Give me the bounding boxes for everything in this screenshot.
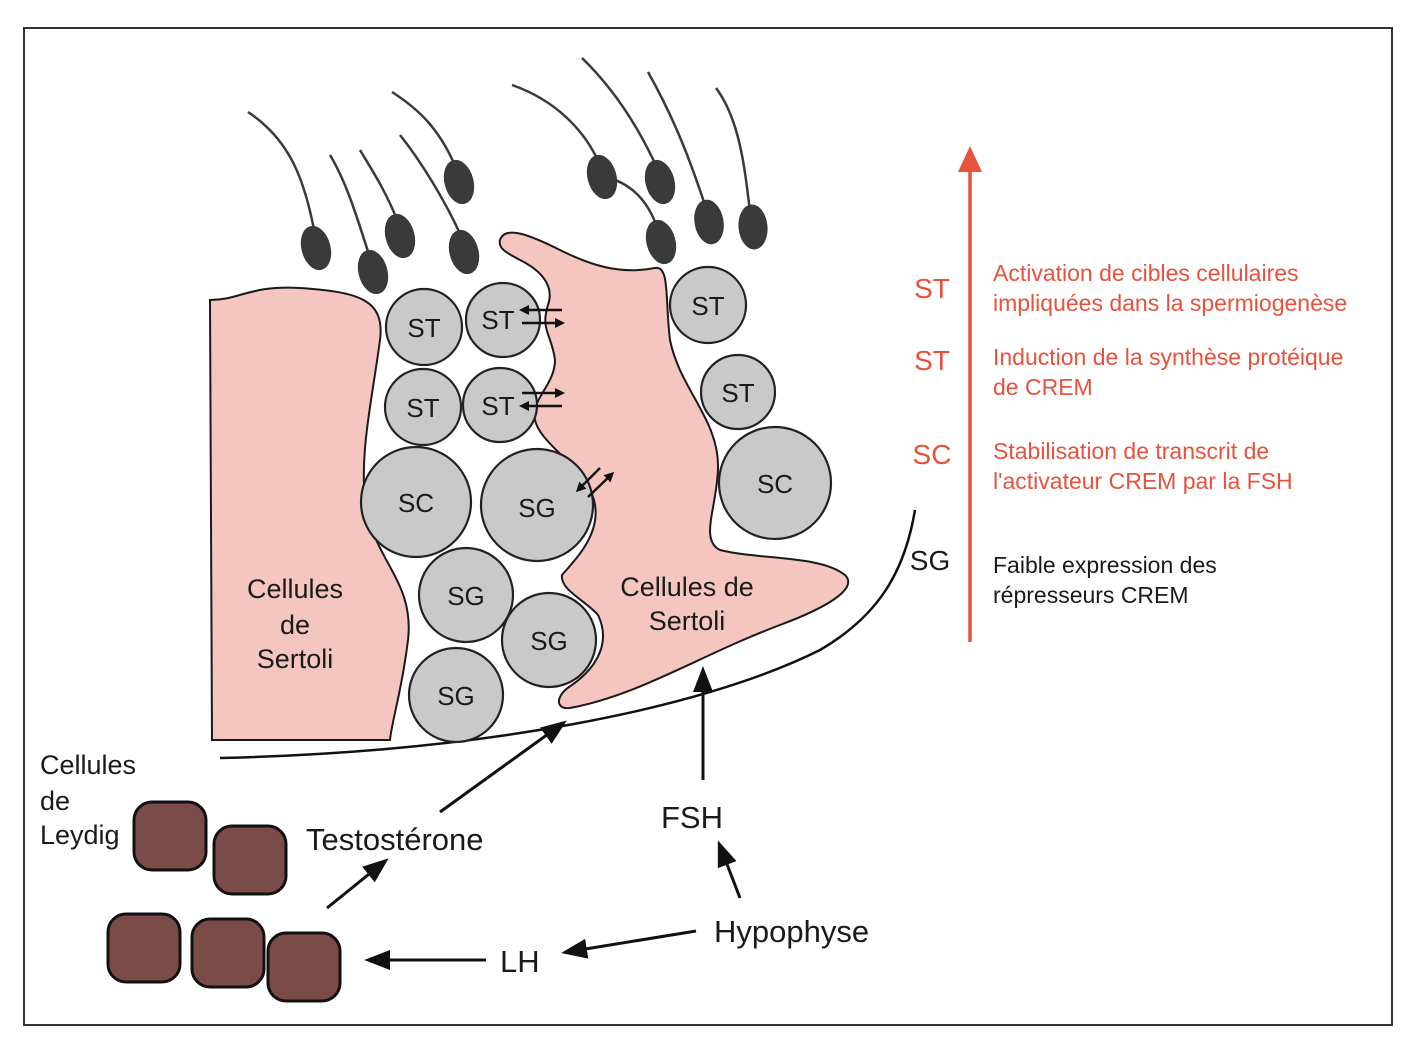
spermatozoa (247, 57, 768, 295)
spermatogonia-cell: SG (417, 546, 515, 644)
cell-label: SG (437, 681, 475, 711)
exchange-arrows (519, 305, 615, 498)
spermatid-cell: ST (461, 366, 539, 444)
spermatocyte-cell: SC (717, 425, 833, 541)
hypophyse-label: Hypophyse (714, 914, 869, 949)
spermatogonia-cell: SG (479, 447, 595, 563)
sperm-head (357, 249, 389, 295)
stage-text: Induction de la synthèse protéique (993, 344, 1343, 370)
sperm-head (443, 159, 475, 205)
spermatocyte-cell: SC (359, 445, 473, 559)
sertoli-center-label-1: Cellules de (620, 572, 754, 602)
stage-text: Stabilisation de transcrit de (993, 438, 1269, 464)
hormone-arrows (326, 666, 742, 970)
sperm-head (300, 225, 332, 271)
cell-label: ST (407, 313, 440, 343)
basement-membrane (219, 509, 917, 760)
spermatid-cell: ST (464, 281, 542, 359)
sperm-head (448, 229, 480, 275)
stage-text: répresseurs CREM (993, 582, 1189, 608)
germ-cells: ST ST ST ST SC SG SG SG SG ST ST SC (359, 265, 833, 744)
sperm-head (694, 199, 724, 245)
spermatid-cell: ST (699, 353, 777, 431)
stage-label: SC (913, 439, 952, 470)
stage-text: impliquées dans la spermiogenèse (993, 290, 1347, 316)
cell-label: SG (518, 493, 556, 523)
cell-label: ST (721, 378, 754, 408)
sperm-head (384, 213, 416, 259)
cell-label: ST (481, 391, 514, 421)
leydig-label-3: Leydig (40, 820, 120, 850)
sperm-head (645, 219, 677, 265)
spermatid-cell: ST (383, 367, 463, 447)
sperm-head (738, 204, 768, 250)
cell-label: SG (530, 626, 568, 656)
spermatid-cell: ST (384, 287, 464, 367)
spermatid-cell: ST (668, 265, 748, 345)
stage-label: ST (914, 273, 950, 304)
frame-border (23, 27, 1393, 1026)
leydig-cells (106, 800, 342, 1003)
sertoli-cell-center (498, 231, 850, 710)
sertoli-left-label-3: Sertoli (257, 644, 334, 674)
spermatogonia-cell: SG (407, 646, 505, 744)
stage-text: Faible expression des (993, 552, 1217, 578)
stage-annotation: ST Induction de la synthèse protéique de… (914, 344, 1343, 400)
lh-label: LH (500, 944, 540, 979)
sertoli-cell-left (208, 286, 410, 741)
sperm-head (586, 154, 618, 200)
cell-label: ST (406, 393, 439, 423)
stage-annotation: SC Stabilisation de transcrit de l'activ… (913, 438, 1293, 494)
cell-label: ST (481, 305, 514, 335)
stage-label: SG (910, 545, 950, 576)
stage-text: Activation de cibles cellulaires (993, 260, 1299, 286)
sertoli-left-label-2: de (280, 610, 310, 640)
spermatogonia-cell: SG (500, 591, 598, 689)
cell-label: SC (398, 488, 434, 518)
stage-annotation: SG Faible expression des répresseurs CRE… (910, 545, 1217, 608)
fsh-label: FSH (661, 800, 723, 835)
sperm-head (644, 159, 676, 205)
stage-annotation: ST Activation de cibles cellulaires impl… (914, 260, 1347, 316)
sertoli-center-label-2: Sertoli (649, 606, 726, 636)
leydig-label-1: Cellules (40, 750, 136, 780)
sertoli-left-label-1: Cellules (247, 574, 343, 604)
stage-text: l'activateur CREM par la FSH (993, 468, 1293, 494)
cell-label: ST (691, 291, 724, 321)
cell-label: SC (757, 469, 793, 499)
testosterone-label: Testostérone (306, 822, 484, 857)
stage-label: ST (914, 345, 950, 376)
leydig-label-2: de (40, 786, 70, 816)
cell-label: SG (447, 581, 485, 611)
stage-text: de CREM (993, 374, 1093, 400)
